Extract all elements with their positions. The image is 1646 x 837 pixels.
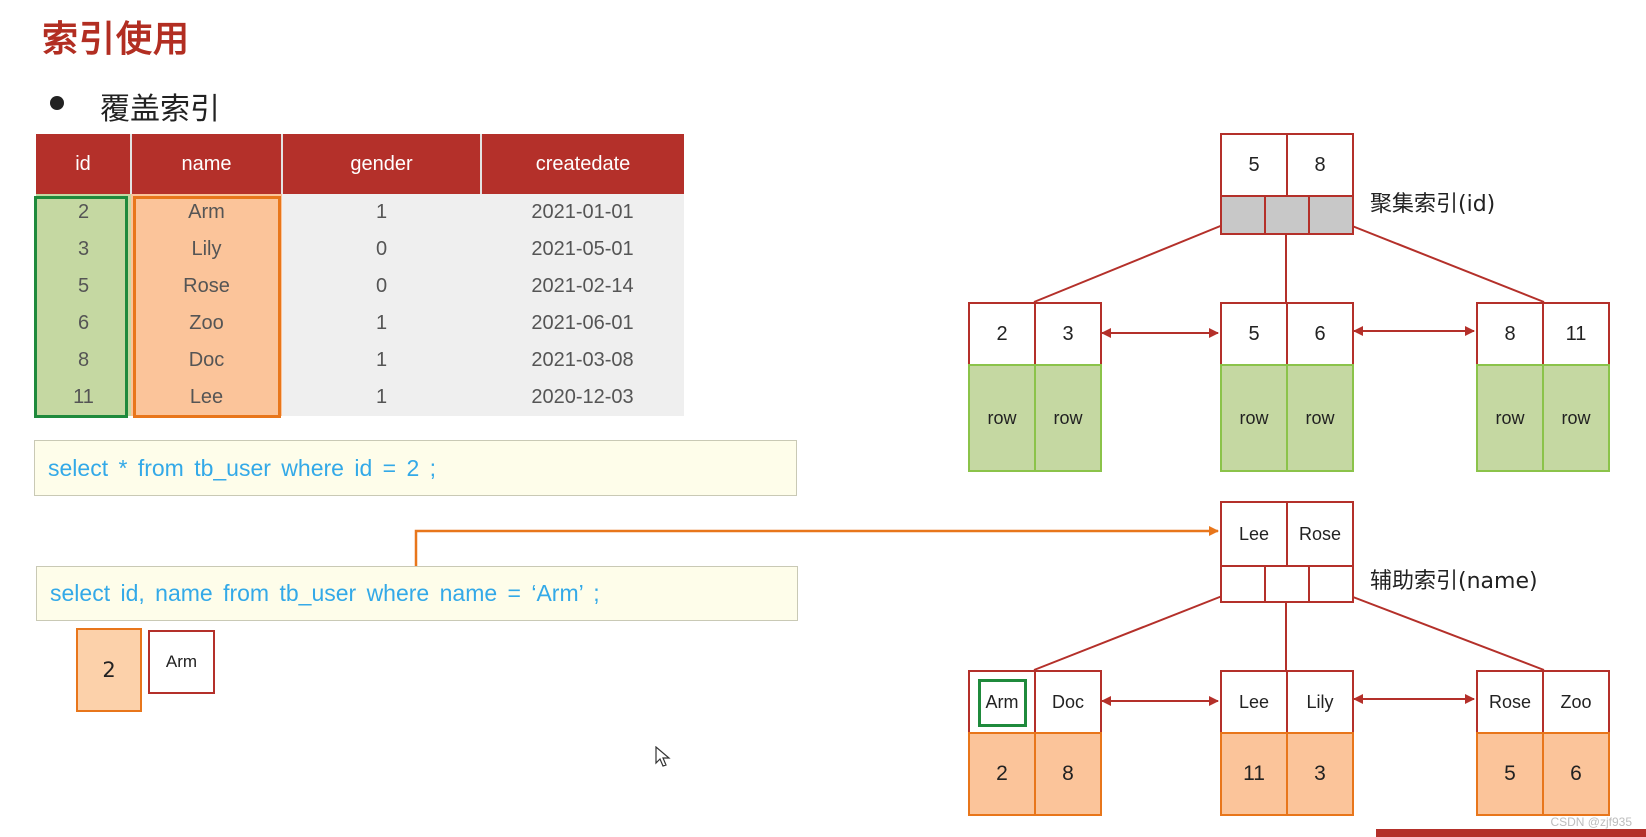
clustered-root-pointer [1220, 195, 1266, 235]
clustered-leaf-row: row [1286, 364, 1354, 472]
cell-gender: 0 [282, 268, 481, 305]
cell-id: 11 [36, 379, 131, 416]
cell-createdate: 2021-01-01 [481, 194, 684, 231]
clustered-leaf-key: 11 [1542, 302, 1610, 366]
cell-gender: 1 [282, 194, 481, 231]
clustered-leaf-key: 6 [1286, 302, 1354, 366]
watermark: CSDN @zjf935 [1550, 815, 1632, 829]
clustered-edge-right [1331, 217, 1545, 303]
name-column-highlight [133, 196, 281, 418]
result-id: 2 [76, 628, 142, 712]
clustered-leaf-row: row [1220, 364, 1288, 472]
sql-query-1: select * from tb_user where id = 2 ; [34, 440, 797, 496]
secondary-leaf-id: 3 [1286, 732, 1354, 816]
cell-createdate: 2020-12-03 [481, 379, 684, 416]
secondary-leaf-id: 11 [1220, 732, 1288, 816]
secondary-leaf-id: 6 [1542, 732, 1610, 816]
clustered-leaf-key: 2 [968, 302, 1036, 366]
cell-id: 6 [36, 305, 131, 342]
cell-createdate: 2021-02-14 [481, 268, 684, 305]
cell-createdate: 2021-06-01 [481, 305, 684, 342]
secondary-leaf-key: Lily [1286, 670, 1354, 734]
cell-name: Rose [131, 268, 282, 305]
cell-gender: 0 [282, 231, 481, 268]
secondary-root-pointer [1308, 565, 1354, 603]
clustered-root-pointer [1308, 195, 1354, 235]
clustered-index-label: 聚集索引(id) [1370, 192, 1496, 217]
table-row: 2 Arm 1 2021-01-01 [36, 194, 684, 231]
header-createdate: createdate [481, 134, 684, 194]
secondary-leaf-key: Lee [1220, 670, 1288, 734]
secondary-root-key: Rose [1286, 501, 1354, 567]
secondary-index-label: 辅助索引(name) [1370, 569, 1538, 594]
lookup-arrow [414, 526, 1219, 566]
secondary-edge-left [1033, 588, 1241, 671]
sql-query-2: select id, name from tb_user where name … [36, 566, 798, 621]
cell-name: Arm [131, 194, 282, 231]
cell-gender: 1 [282, 379, 481, 416]
table-row: 11 Lee 1 2020-12-03 [36, 379, 684, 416]
user-table: id name gender createdate 2 Arm 1 2021-0… [36, 134, 684, 416]
cell-gender: 1 [282, 305, 481, 342]
id-column-highlight [34, 196, 128, 418]
cell-createdate: 2021-03-08 [481, 342, 684, 379]
secondary-leaf-key: Doc [1034, 670, 1102, 734]
cell-createdate: 2021-05-01 [481, 231, 684, 268]
mouse-cursor-icon [655, 746, 671, 767]
page-title: 索引使用 [42, 19, 191, 60]
cell-id: 3 [36, 231, 131, 268]
secondary-leaf-id: 5 [1476, 732, 1544, 816]
clustered-root-key: 5 [1220, 133, 1288, 197]
secondary-edge-right [1331, 588, 1545, 671]
clustered-leaf-row: row [968, 364, 1036, 472]
table-row: 5 Rose 0 2021-02-14 [36, 268, 684, 305]
secondary-leaf-key: Zoo [1542, 670, 1610, 734]
result-name: Arm [148, 630, 215, 694]
cell-id: 5 [36, 268, 131, 305]
bullet-text: 覆盖索引 [100, 92, 220, 127]
secondary-leaf-id: 8 [1034, 732, 1102, 816]
clustered-leaf-row: row [1542, 364, 1610, 472]
secondary-leaf-id: 2 [968, 732, 1036, 816]
table-row: 3 Lily 0 2021-05-01 [36, 231, 684, 268]
cell-name: Doc [131, 342, 282, 379]
clustered-leaf-key: 3 [1034, 302, 1102, 366]
header-gender: gender [282, 134, 482, 194]
footer-accent-bar [1376, 829, 1646, 837]
secondary-root-pointer [1220, 565, 1266, 603]
cell-name: Zoo [131, 305, 282, 342]
secondary-leaf-key: Rose [1476, 670, 1544, 734]
cell-gender: 1 [282, 342, 481, 379]
bullet-dot-icon [50, 96, 64, 110]
header-name: name [131, 134, 283, 194]
cell-id: 2 [36, 194, 131, 231]
clustered-edge-left [1033, 217, 1241, 303]
cell-name: Lee [131, 379, 282, 416]
clustered-root-pointer [1264, 195, 1310, 235]
clustered-leaf-row: row [1034, 364, 1102, 472]
clustered-leaf-key: 5 [1220, 302, 1288, 366]
clustered-root-key: 8 [1286, 133, 1354, 197]
table-row: 8 Doc 1 2021-03-08 [36, 342, 684, 379]
header-id: id [36, 134, 132, 194]
table-row: 6 Zoo 1 2021-06-01 [36, 305, 684, 342]
cell-name: Lily [131, 231, 282, 268]
clustered-leaf-row: row [1476, 364, 1544, 472]
secondary-root-pointer [1264, 565, 1310, 603]
cell-id: 8 [36, 342, 131, 379]
arm-key-highlight [978, 679, 1027, 727]
secondary-root-key: Lee [1220, 501, 1288, 567]
clustered-leaf-key: 8 [1476, 302, 1544, 366]
